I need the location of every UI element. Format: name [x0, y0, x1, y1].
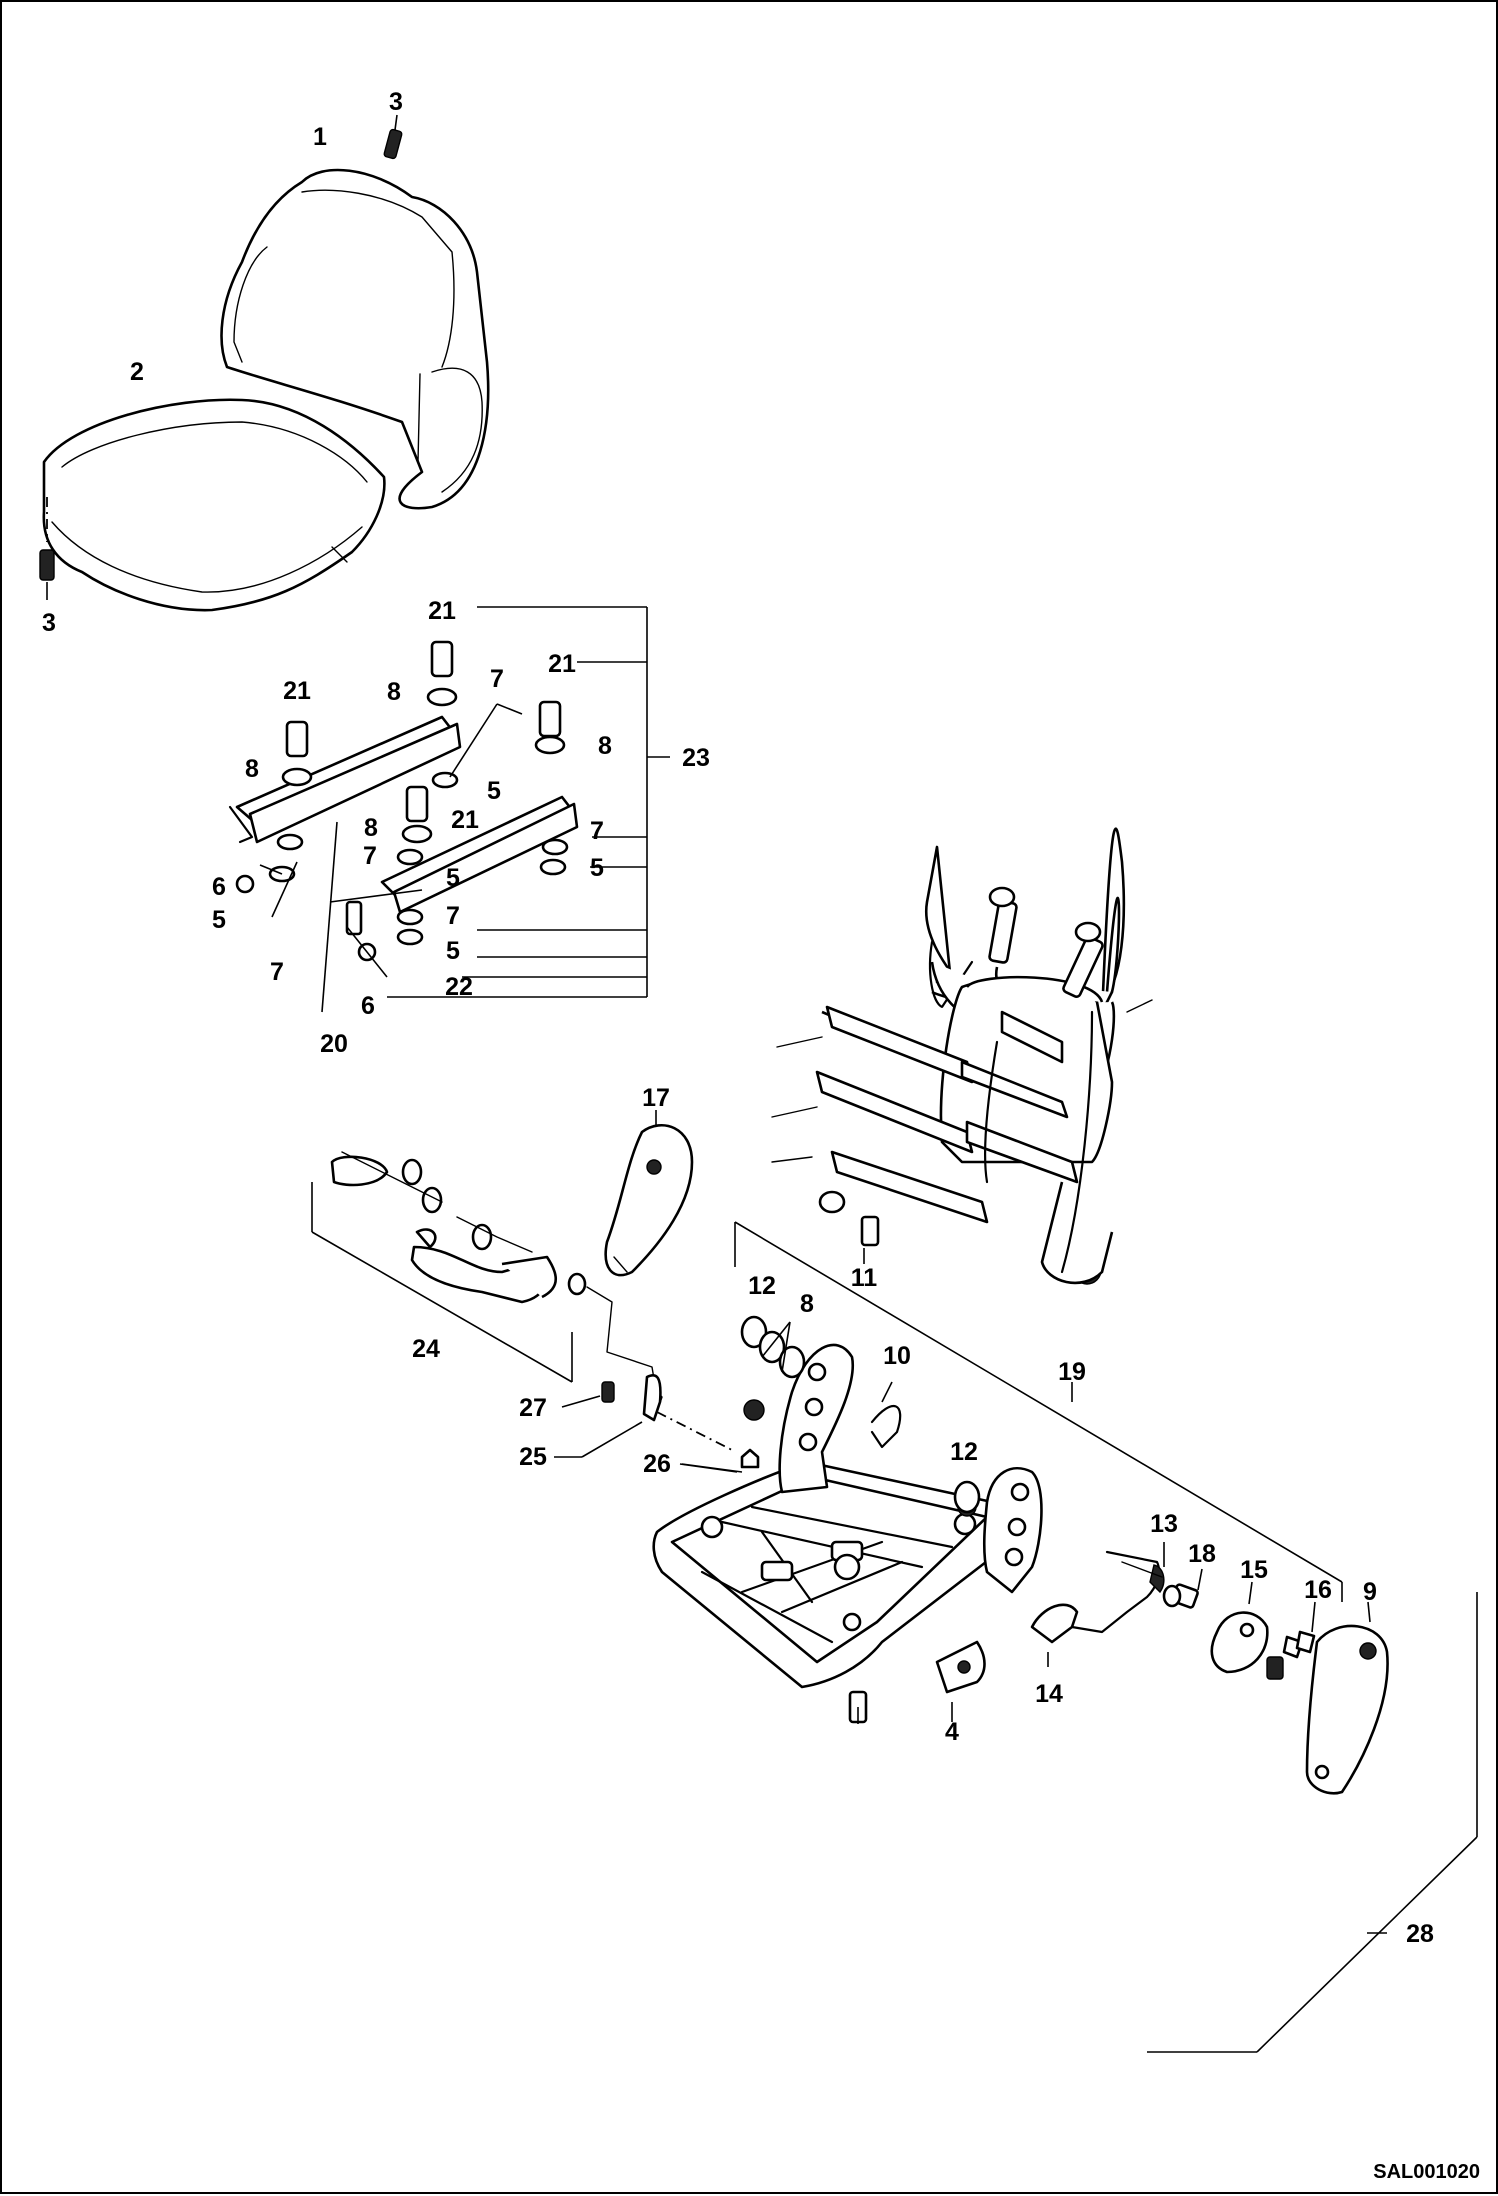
- callout-15: 15: [1240, 1556, 1268, 1584]
- callout-9: 9: [1363, 1578, 1377, 1606]
- backrest-cushion: [220, 168, 490, 510]
- seat-base-frame: [652, 1221, 1343, 1724]
- callout-28: 28: [1406, 1920, 1434, 1948]
- callout-7: 7: [363, 842, 377, 870]
- callout-7: 7: [590, 817, 604, 845]
- callout-7: 7: [446, 902, 460, 930]
- callout-21: 21: [283, 677, 311, 705]
- callout-1: 1: [313, 123, 327, 151]
- callout-21: 21: [428, 597, 456, 625]
- callout-22: 22: [445, 973, 473, 1001]
- callout-14: 14: [1035, 1680, 1063, 1708]
- callout-21: 21: [451, 806, 479, 834]
- callout-8: 8: [800, 1290, 814, 1318]
- callout-6: 6: [212, 873, 226, 901]
- recline-mechanism: [935, 1542, 1478, 2053]
- callout-25: 25: [519, 1443, 547, 1471]
- callout-3: 3: [42, 609, 56, 637]
- callout-3: 3: [389, 88, 403, 116]
- callout-labels: 1 2 3 3 21 21 21 21 8 8 8 8 8 7 7 7 7 7 …: [42, 88, 1434, 1948]
- backrest-frame: [771, 827, 1153, 1285]
- callout-27: 27: [519, 1394, 547, 1422]
- callout-8: 8: [364, 814, 378, 842]
- seat-cushion: [42, 398, 386, 612]
- callout-18: 18: [1188, 1540, 1216, 1568]
- lever-assembly: [311, 1151, 738, 1473]
- callout-19: 19: [1058, 1358, 1086, 1386]
- callout-6: 6: [361, 992, 375, 1020]
- callout-26: 26: [643, 1450, 671, 1478]
- callout-7: 7: [270, 958, 284, 986]
- callout-8: 8: [598, 732, 612, 760]
- side-cover-left: [604, 1110, 694, 1277]
- callout-8: 8: [245, 755, 259, 783]
- callout-12: 12: [950, 1438, 978, 1466]
- callout-10: 10: [883, 1342, 911, 1370]
- callout-5: 5: [487, 777, 501, 805]
- callout-21: 21: [548, 650, 576, 678]
- slide-rail-assembly: [228, 606, 670, 1013]
- callout-5: 5: [446, 937, 460, 965]
- callout-16: 16: [1304, 1576, 1332, 1604]
- drawing-code: SAL001020: [1373, 2161, 1480, 2183]
- callout-7: 7: [490, 665, 504, 693]
- callout-5: 5: [212, 906, 226, 934]
- callout-12: 12: [748, 1272, 776, 1300]
- screw-top: [383, 114, 403, 160]
- callout-5: 5: [590, 854, 604, 882]
- callout-17: 17: [642, 1084, 670, 1112]
- callout-24: 24: [412, 1335, 440, 1363]
- callout-13: 13: [1150, 1510, 1178, 1538]
- callout-4: 4: [945, 1718, 959, 1746]
- callout-2: 2: [130, 358, 144, 386]
- screw-bottom: [39, 497, 55, 600]
- callout-8: 8: [387, 678, 401, 706]
- callout-23: 23: [682, 744, 710, 772]
- callout-11: 11: [851, 1264, 878, 1292]
- callout-20: 20: [320, 1030, 348, 1058]
- callout-5: 5: [446, 864, 460, 892]
